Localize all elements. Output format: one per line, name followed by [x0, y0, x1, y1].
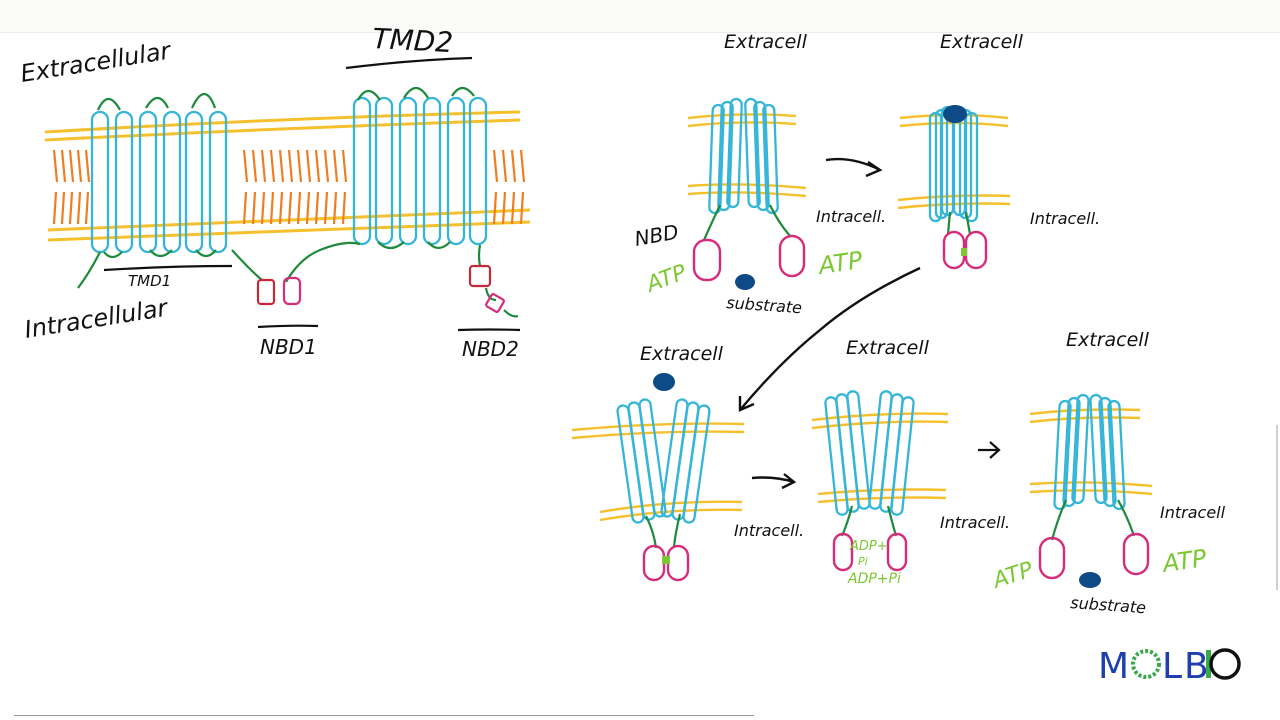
s1-helices-2 [717, 100, 734, 212]
logo-l: L [1162, 646, 1182, 687]
arrow-3-to-4 [751, 473, 797, 490]
s5-extracell: Extracell [1066, 329, 1150, 351]
tmd2-helices [352, 96, 488, 246]
label-tmd2: TMD2 [372, 22, 454, 59]
s3-helices-6 [682, 404, 711, 524]
s4-intracell: Intracell. [940, 513, 1010, 532]
s1-substrate: substrate [726, 293, 803, 317]
s4-extracell: Extracell [846, 337, 930, 359]
tmd2-helix-5 [446, 96, 466, 246]
s5-substrate: substrate [1070, 593, 1147, 617]
s1-helices-5 [753, 100, 770, 212]
s5-helices-6 [1107, 399, 1126, 511]
nbd1-shapes [256, 276, 302, 306]
step3-transporter [571, 373, 745, 582]
tmd2-helix-6 [468, 96, 488, 246]
substrate-dot-1 [735, 274, 755, 290]
s5-helices-1 [1053, 399, 1072, 511]
label-extracellular: Extracellular [19, 36, 175, 88]
step4-transporter [811, 390, 949, 572]
logo-m: M [1098, 646, 1129, 687]
label-nbd1: NBD1 [260, 335, 317, 359]
s3-extracell: Extracell [640, 343, 724, 365]
arrow-4-to-5 [978, 441, 1001, 459]
bottom-divider [14, 715, 754, 716]
tmd2-helix-4 [422, 96, 442, 246]
logo-b: B [1184, 646, 1209, 687]
logo-o [1209, 648, 1241, 680]
s5-helices-5 [1098, 396, 1117, 508]
s1-atp-right: ATP [815, 246, 865, 280]
tmd1-helix-5 [184, 110, 204, 254]
tmd1-helix-1 [90, 110, 110, 254]
step5-transporter [1029, 393, 1153, 588]
tmd1-helix-3 [138, 110, 158, 254]
s2-helices-6 [964, 111, 979, 223]
step1-transporter [687, 97, 807, 290]
arrow-2-to-3 [738, 266, 921, 412]
s5-intracell: Intracell [1160, 503, 1226, 522]
s2-extracell: Extracell [940, 31, 1024, 53]
left-underlines [103, 56, 521, 332]
tmd2-helix-2 [374, 96, 394, 246]
s5-atp-left: ATP [988, 557, 1037, 594]
s4-adp-bottom: ADP+Pi [847, 571, 901, 587]
s1-helices-1 [708, 103, 725, 215]
s1-intracell: Intracell. [816, 207, 886, 226]
s1-helices-4 [744, 97, 761, 209]
molbio-logo: M L B [1098, 646, 1241, 687]
s4-helices-5 [879, 393, 904, 513]
s1-nbd: NBD [633, 220, 681, 251]
s1-extracell: Extracell [724, 31, 808, 53]
s3-intracell: Intracell. [734, 521, 804, 540]
s4-helices-3 [846, 390, 871, 510]
tmd1-helix-4 [162, 110, 182, 254]
scroll-indicator [1276, 425, 1278, 590]
arrow-1-to-2 [825, 157, 883, 178]
step2-transporter [897, 105, 1011, 270]
s2-intracell: Intracell. [1030, 209, 1100, 228]
tmd2-helix-1 [352, 96, 372, 246]
s5-helices-2 [1062, 396, 1081, 508]
s4-adp-top: ADP+ [849, 539, 888, 554]
top-toolbar-strip [0, 0, 1280, 33]
tmd2-helix-3 [398, 96, 418, 246]
s3-helices-3 [638, 398, 667, 518]
tmd1-helix-2 [114, 110, 134, 254]
left-membrane [44, 110, 531, 242]
s5-helices-3 [1071, 393, 1090, 505]
s1-atp-left: ATP [642, 260, 691, 298]
substrate-dot-5 [1079, 572, 1101, 588]
nbd2-shapes [468, 264, 505, 313]
label-intracellular: Intracellular [23, 293, 172, 344]
label-tmd1: TMD1 [128, 272, 171, 290]
substrate-dot-2 [943, 105, 967, 123]
label-nbd2: NBD2 [462, 337, 519, 361]
s5-atp-right: ATP [1159, 544, 1209, 578]
s4-adp-mid: Pi [858, 555, 868, 568]
s1-helices-3 [726, 97, 743, 209]
s4-helices-2 [835, 393, 860, 513]
substrate-dot-3 [653, 373, 675, 391]
tmd1-helix-6 [208, 110, 228, 254]
s4-helices-1 [824, 396, 849, 516]
s1-helices-6 [762, 103, 779, 215]
s5-helices-4 [1089, 393, 1108, 505]
s4-helices-6 [890, 396, 915, 516]
left-loops [77, 86, 519, 318]
